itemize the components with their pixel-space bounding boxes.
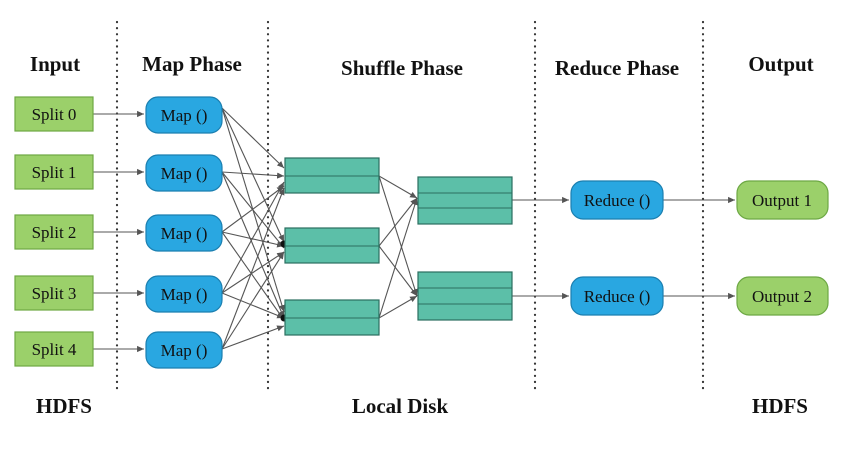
map-label: Map () <box>161 164 208 183</box>
reduce-nodes: Reduce () Reduce () <box>570 180 664 316</box>
footer-hdfs-input: HDFS <box>36 394 92 418</box>
map-to-shuffle-edge <box>221 325 285 350</box>
map-output-buffer <box>284 227 380 264</box>
map-node: Map () <box>145 154 223 192</box>
header-reduce-phase: Reduce Phase <box>555 56 679 80</box>
map-to-shuffle-edge <box>221 171 285 319</box>
split-label: Split 3 <box>32 284 77 303</box>
map-node: Map () <box>145 331 223 369</box>
output-node: Output 1 <box>736 180 829 220</box>
reduce-node: Reduce () <box>570 180 664 220</box>
split-label: Split 1 <box>32 163 77 182</box>
map-to-shuffle-edge <box>221 231 285 248</box>
shuffle-cross-edge <box>378 295 418 319</box>
split-label: Split 0 <box>32 105 77 124</box>
header-input: Input <box>30 52 80 76</box>
footer-local-disk: Local Disk <box>352 394 449 418</box>
split-label: Split 4 <box>32 340 77 359</box>
output-node: Output 2 <box>736 276 829 316</box>
map-to-shuffle-edge <box>221 231 285 321</box>
split-label: Split 2 <box>32 223 77 242</box>
map-to-shuffle-edge <box>221 187 285 350</box>
split-node: Split 1 <box>14 154 94 190</box>
map-nodes: Map () Map () Map () Map () Map () <box>145 96 223 369</box>
input-splits: Split 0 Split 1 Split 2 Split 3 Split 4 <box>14 96 94 367</box>
map-node: Map () <box>145 96 223 134</box>
map-label: Map () <box>161 106 208 125</box>
map-label: Map () <box>161 341 208 360</box>
map-label: Map () <box>161 285 208 304</box>
map-to-shuffle-edge <box>221 171 285 179</box>
output-nodes: Output 1 Output 2 <box>736 180 829 316</box>
map-to-shuffle-edge <box>221 292 285 319</box>
shuffle-cross-edge <box>378 175 418 297</box>
map-node: Map () <box>145 275 223 313</box>
reduce-node: Reduce () <box>570 276 664 316</box>
map-output-buffer <box>284 157 380 194</box>
shuffle-cross-edge <box>378 245 418 297</box>
output-label: Output 2 <box>752 287 812 306</box>
split-node: Split 2 <box>14 214 94 250</box>
map-to-shuffle-edge <box>221 107 285 169</box>
header-output: Output <box>748 52 813 76</box>
map-to-shuffle-edge <box>221 185 285 233</box>
shuffle-cross-edge <box>378 197 418 319</box>
shuffle-cross-edge <box>378 197 418 247</box>
connections <box>93 107 735 353</box>
header-map-phase: Map Phase <box>142 52 242 76</box>
footer-hdfs-output: HDFS <box>752 394 808 418</box>
map-to-shuffle-edge <box>221 181 285 294</box>
reduce-input-buffer <box>417 271 513 321</box>
output-label: Output 1 <box>752 191 812 210</box>
shuffle-buffers <box>284 157 513 336</box>
map-to-shuffle-edge <box>221 107 285 243</box>
shuffle-cross-edge <box>378 175 418 199</box>
map-to-shuffle-edge <box>221 251 285 294</box>
split-node: Split 4 <box>14 331 94 367</box>
header-shuffle-phase: Shuffle Phase <box>341 56 463 80</box>
split-node: Split 3 <box>14 275 94 311</box>
map-output-buffer <box>284 299 380 336</box>
map-label: Map () <box>161 224 208 243</box>
reduce-label: Reduce () <box>584 191 651 210</box>
reduce-input-buffer <box>417 176 513 225</box>
split-node: Split 0 <box>14 96 94 132</box>
reduce-label: Reduce () <box>584 287 651 306</box>
map-to-shuffle-edge <box>221 171 285 249</box>
map-node: Map () <box>145 214 223 252</box>
map-to-shuffle-edge <box>221 251 285 350</box>
